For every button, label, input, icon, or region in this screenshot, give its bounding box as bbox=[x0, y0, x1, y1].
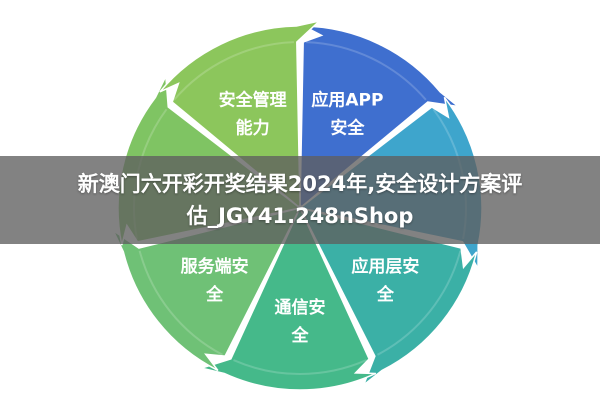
segment-highlight-app bbox=[306, 41, 427, 101]
segment-highlight-communication bbox=[233, 359, 367, 375]
title-banner: 新澳门六开彩开奖结果2024年,安全设计方案评 估_JGY41.248nShop bbox=[0, 156, 600, 244]
segment-label-application-layer: 应用层安全 bbox=[351, 256, 419, 305]
segment-highlight-server bbox=[138, 250, 224, 356]
segment-highlight-management bbox=[173, 41, 294, 101]
segment-label-management: 安全管理能力 bbox=[219, 90, 287, 139]
banner-title-line-1: 新澳门六开彩开奖结果2024年,安全设计方案评 bbox=[77, 172, 523, 196]
segment-label-server: 服务端安全 bbox=[181, 256, 249, 305]
segment-highlight-application-layer bbox=[376, 250, 462, 356]
segment-application-layer bbox=[298, 206, 478, 388]
banner-title-line-2: 估_JGY41.248nShop bbox=[186, 204, 414, 228]
segment-communication bbox=[198, 206, 377, 391]
segment-server bbox=[111, 206, 302, 372]
segment-label-communication: 通信安全 bbox=[275, 297, 326, 346]
